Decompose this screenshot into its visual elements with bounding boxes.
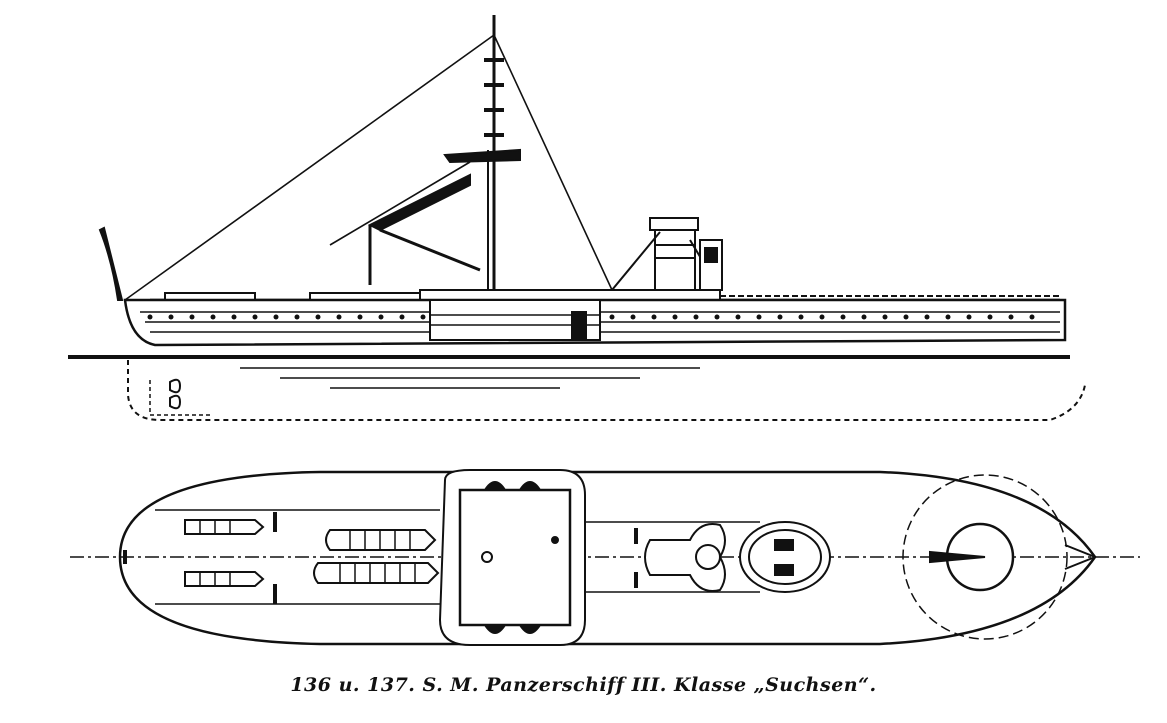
porthole	[609, 314, 615, 320]
porthole	[630, 314, 636, 320]
porthole	[168, 314, 174, 320]
porthole	[777, 314, 783, 320]
porthole	[714, 314, 720, 320]
porthole	[294, 314, 300, 320]
porthole	[861, 314, 867, 320]
porthole	[924, 314, 930, 320]
porthole	[840, 314, 846, 320]
porthole	[231, 314, 237, 320]
side-elevation	[68, 15, 1086, 421]
porthole	[756, 314, 762, 320]
porthole	[903, 314, 909, 320]
porthole	[798, 314, 804, 320]
porthole	[735, 314, 741, 320]
porthole	[399, 314, 405, 320]
porthole	[693, 314, 699, 320]
figure-caption: 136 u. 137. S. M. Panzerschiff III. Klas…	[290, 674, 877, 696]
porthole	[672, 314, 678, 320]
porthole	[1029, 314, 1035, 320]
porthole	[273, 314, 279, 320]
porthole	[378, 314, 384, 320]
porthole	[987, 314, 993, 320]
plan-view	[70, 469, 1140, 646]
porthole	[1008, 314, 1014, 320]
porthole	[315, 314, 321, 320]
porthole	[210, 314, 216, 320]
porthole	[420, 314, 426, 320]
funnel	[649, 217, 699, 231]
porthole	[966, 314, 972, 320]
porthole	[357, 314, 363, 320]
porthole	[252, 314, 258, 320]
porthole	[882, 314, 888, 320]
porthole	[189, 314, 195, 320]
porthole	[819, 314, 825, 320]
porthole	[651, 314, 657, 320]
porthole	[945, 314, 951, 320]
porthole	[336, 314, 342, 320]
porthole	[147, 314, 153, 320]
